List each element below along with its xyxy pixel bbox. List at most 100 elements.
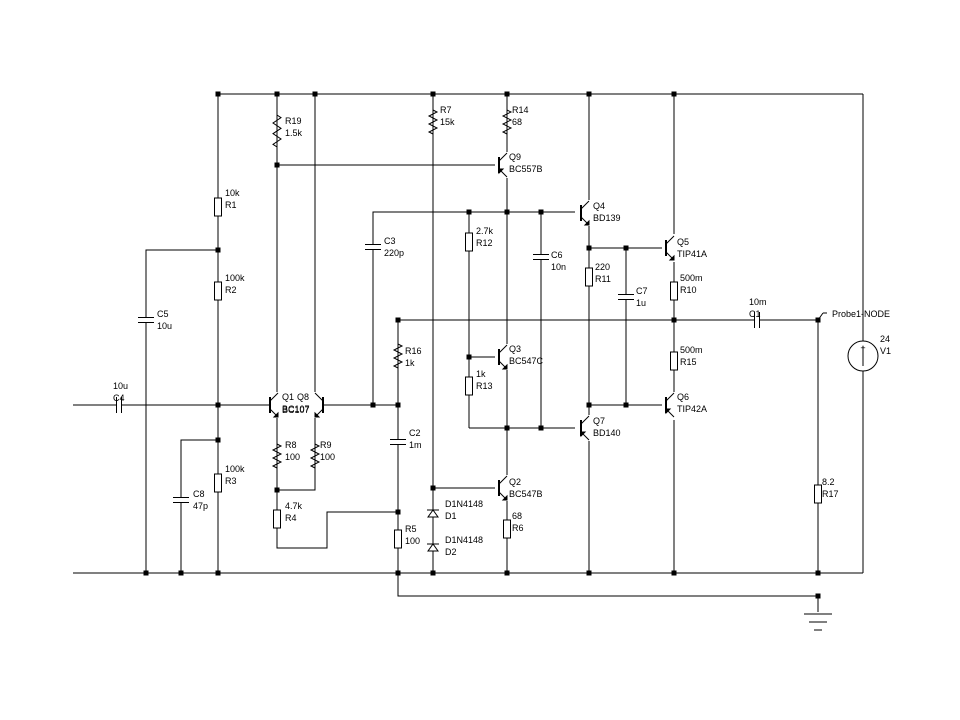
zigzag bbox=[272, 114, 282, 148]
c5-designator: C5 bbox=[157, 309, 169, 319]
junction bbox=[215, 402, 221, 408]
junction bbox=[504, 570, 510, 576]
junction bbox=[538, 209, 544, 215]
junction bbox=[538, 425, 544, 431]
c7-value: 1u bbox=[636, 298, 646, 308]
diode-triangle bbox=[427, 509, 439, 518]
junction bbox=[586, 570, 592, 576]
capacitor-c3 bbox=[364, 244, 382, 250]
q5-designator: Q5 bbox=[677, 237, 689, 247]
q1-designator: Q1 bbox=[282, 392, 294, 402]
junction bbox=[671, 91, 677, 97]
junction bbox=[504, 209, 510, 215]
r10-value: 500m bbox=[680, 273, 703, 283]
collector-lead bbox=[498, 152, 508, 162]
q7-value: BD140 bbox=[593, 428, 621, 438]
zigzag bbox=[392, 343, 404, 369]
r9-value: 100 bbox=[320, 452, 335, 462]
junction bbox=[395, 402, 401, 408]
wire bbox=[276, 490, 398, 549]
collector-lead bbox=[498, 344, 508, 354]
junction bbox=[178, 570, 184, 576]
cap-gap bbox=[389, 439, 407, 445]
wire bbox=[145, 249, 218, 573]
transistor-q4 bbox=[580, 200, 590, 226]
q8-designator: Q8 bbox=[297, 392, 309, 402]
c2-designator: C2 bbox=[409, 428, 421, 438]
r11-designator: R11 bbox=[595, 274, 611, 284]
resistor-r14 bbox=[501, 109, 513, 135]
r4-value: 4.7k bbox=[285, 501, 303, 511]
resistor-r4 bbox=[273, 509, 281, 529]
c6-value: 10n bbox=[551, 262, 566, 272]
q9-value: BC557B bbox=[509, 164, 543, 174]
junction bbox=[274, 91, 280, 97]
resistor-body bbox=[214, 473, 222, 493]
ground-symbol bbox=[804, 613, 832, 631]
junction bbox=[430, 570, 436, 576]
emitter-arrow bbox=[314, 411, 321, 418]
c1-designator: C1 bbox=[749, 309, 761, 319]
resistor-body bbox=[394, 529, 402, 549]
junction bbox=[504, 425, 510, 431]
junction bbox=[274, 487, 280, 493]
r14-designator: R14 bbox=[512, 105, 529, 115]
cap-gap bbox=[617, 294, 635, 300]
zigzag bbox=[501, 109, 513, 135]
resistor-r19 bbox=[272, 114, 282, 148]
resistor-r2 bbox=[214, 281, 222, 301]
transistor-q6 bbox=[665, 392, 675, 418]
zigzag bbox=[427, 109, 439, 135]
capacitor-c6 bbox=[532, 254, 550, 260]
c6-designator: C6 bbox=[551, 250, 563, 260]
q5-value: TIP41A bbox=[677, 249, 707, 259]
q1-value: BC107 bbox=[282, 404, 310, 414]
d2-value: D1N4148 bbox=[445, 535, 483, 545]
c7-designator: C7 bbox=[636, 286, 648, 296]
r17-value: 8.2 bbox=[822, 477, 835, 487]
resistor-body bbox=[503, 519, 511, 539]
transistor-q1 bbox=[269, 392, 279, 418]
cap-gap bbox=[137, 317, 155, 323]
junction bbox=[671, 570, 677, 576]
r19-value: 1.5k bbox=[285, 128, 303, 138]
junction bbox=[395, 509, 401, 515]
resistor-body bbox=[670, 351, 678, 371]
resistor-body bbox=[214, 281, 222, 301]
resistor-r12 bbox=[465, 232, 473, 252]
emitter-arrow bbox=[665, 408, 672, 415]
voltage-source-v1 bbox=[847, 340, 879, 372]
junction bbox=[430, 485, 436, 491]
resistor-r1 bbox=[214, 197, 222, 217]
q1-value: BC107 bbox=[282, 405, 310, 415]
cap-gap bbox=[116, 396, 122, 414]
junction bbox=[623, 245, 629, 251]
c8-designator: C8 bbox=[193, 489, 205, 499]
collector-lead bbox=[580, 415, 590, 425]
resistor-r15 bbox=[670, 351, 678, 371]
junction bbox=[586, 245, 592, 251]
junction bbox=[815, 593, 821, 599]
probe-label: Probe1-NODE bbox=[832, 309, 890, 319]
junction bbox=[215, 437, 221, 443]
q6-designator: Q6 bbox=[677, 392, 689, 402]
junction bbox=[466, 209, 472, 215]
resistor-r10 bbox=[670, 281, 678, 301]
r16-value: 1k bbox=[405, 358, 415, 368]
junction bbox=[815, 570, 821, 576]
junction bbox=[370, 402, 376, 408]
c3-designator: C3 bbox=[384, 236, 396, 246]
r19-designator: R19 bbox=[285, 116, 302, 126]
junctions bbox=[143, 91, 821, 599]
capacitor-c5 bbox=[137, 317, 155, 323]
transistor-q8 bbox=[314, 392, 324, 418]
q4-value: BD139 bbox=[593, 213, 621, 223]
resistor-r8 bbox=[271, 443, 283, 469]
junction bbox=[623, 402, 629, 408]
cap-gap bbox=[754, 311, 760, 329]
r1-designator: R1 bbox=[225, 200, 237, 210]
capacitor-c1 bbox=[754, 311, 760, 329]
wire bbox=[277, 418, 316, 491]
q2-value: BC547B bbox=[509, 489, 543, 499]
